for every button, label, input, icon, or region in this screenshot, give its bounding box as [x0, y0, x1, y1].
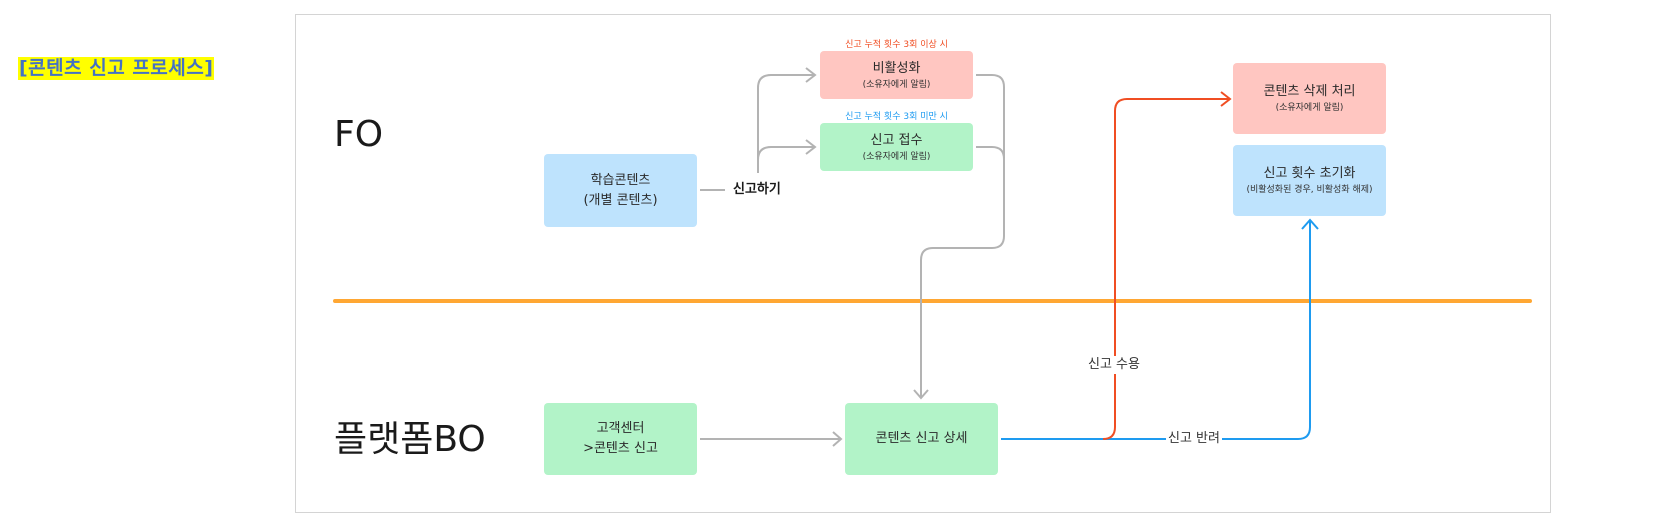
node-customer-center-line2: >콘텐츠 신고 — [583, 441, 658, 456]
node-deactivate-title: 비활성화 — [872, 60, 921, 76]
lane-label-fo: FO — [334, 114, 384, 155]
connector-deactivate-merge — [920, 74, 1005, 398]
node-report-received[interactable]: 신고 접수 (소유자에게 알림) — [820, 123, 973, 171]
node-learning-content[interactable]: 학습콘텐츠 (개별 콘텐츠) — [544, 154, 697, 227]
node-deactivate[interactable]: 비활성화 (소유자에게 알림) — [820, 51, 973, 99]
node-deactivate-note: (소유자에게 알림) — [862, 79, 931, 90]
node-report-detail-title: 콘텐츠 신고 상세 — [875, 431, 968, 446]
edge-label-report-action: 신고하기 — [733, 182, 781, 197]
caption-report-received-condition: 신고 누적 횟수 3회 미만 시 — [845, 112, 948, 122]
arrowhead-deactivate-icon — [805, 67, 817, 83]
node-customer-center[interactable]: 고객센터 >콘텐츠 신고 — [544, 403, 697, 475]
edge-label-reject: 신고 반려 — [1166, 430, 1222, 448]
node-reset-count-title: 신고 횟수 초기화 — [1263, 166, 1356, 181]
node-reset-count[interactable]: 신고 횟수 초기화 (비활성화된 경우, 비활성화 해제) — [1233, 145, 1386, 216]
arrowhead-report-detail-down-icon — [913, 389, 929, 400]
caption-deactivate-condition: 신고 누적 횟수 3회 이상 시 — [845, 40, 948, 50]
node-report-received-note: (소유자에게 알림) — [862, 151, 931, 162]
connector-to-report-received — [757, 146, 815, 161]
connector-accept — [1102, 98, 1229, 440]
connector-to-deactivate — [757, 74, 815, 173]
lane-label-bo: 플랫폼BO — [334, 419, 486, 460]
arrowhead-report-received-icon — [805, 139, 817, 155]
arrowhead-detail-right-icon — [832, 431, 843, 447]
node-delete-content-note: (소유자에게 알림) — [1275, 103, 1344, 113]
arrowhead-reset-up-icon — [1301, 218, 1319, 230]
node-customer-center-line1: 고객센터 — [596, 421, 645, 436]
node-reset-count-note: (비활성화된 경우, 비활성화 해제) — [1246, 185, 1373, 195]
connector-received-merge — [976, 146, 1005, 160]
node-delete-content-title: 콘텐츠 삭제 처리 — [1263, 84, 1356, 99]
node-report-detail[interactable]: 콘텐츠 신고 상세 — [845, 403, 998, 475]
connector-reject — [1001, 221, 1311, 440]
arrowhead-delete-right-icon — [1220, 91, 1232, 107]
node-learning-content-subtitle: (개별 콘텐츠) — [583, 192, 658, 208]
node-delete-content[interactable]: 콘텐츠 삭제 처리 (소유자에게 알림) — [1233, 63, 1386, 134]
page-title: [콘텐츠 신고 프로세스] — [18, 57, 215, 80]
node-report-received-title: 신고 접수 — [870, 132, 923, 148]
edge-label-accept: 신고 수용 — [1086, 356, 1142, 374]
node-learning-content-title: 학습콘텐츠 — [590, 172, 651, 188]
